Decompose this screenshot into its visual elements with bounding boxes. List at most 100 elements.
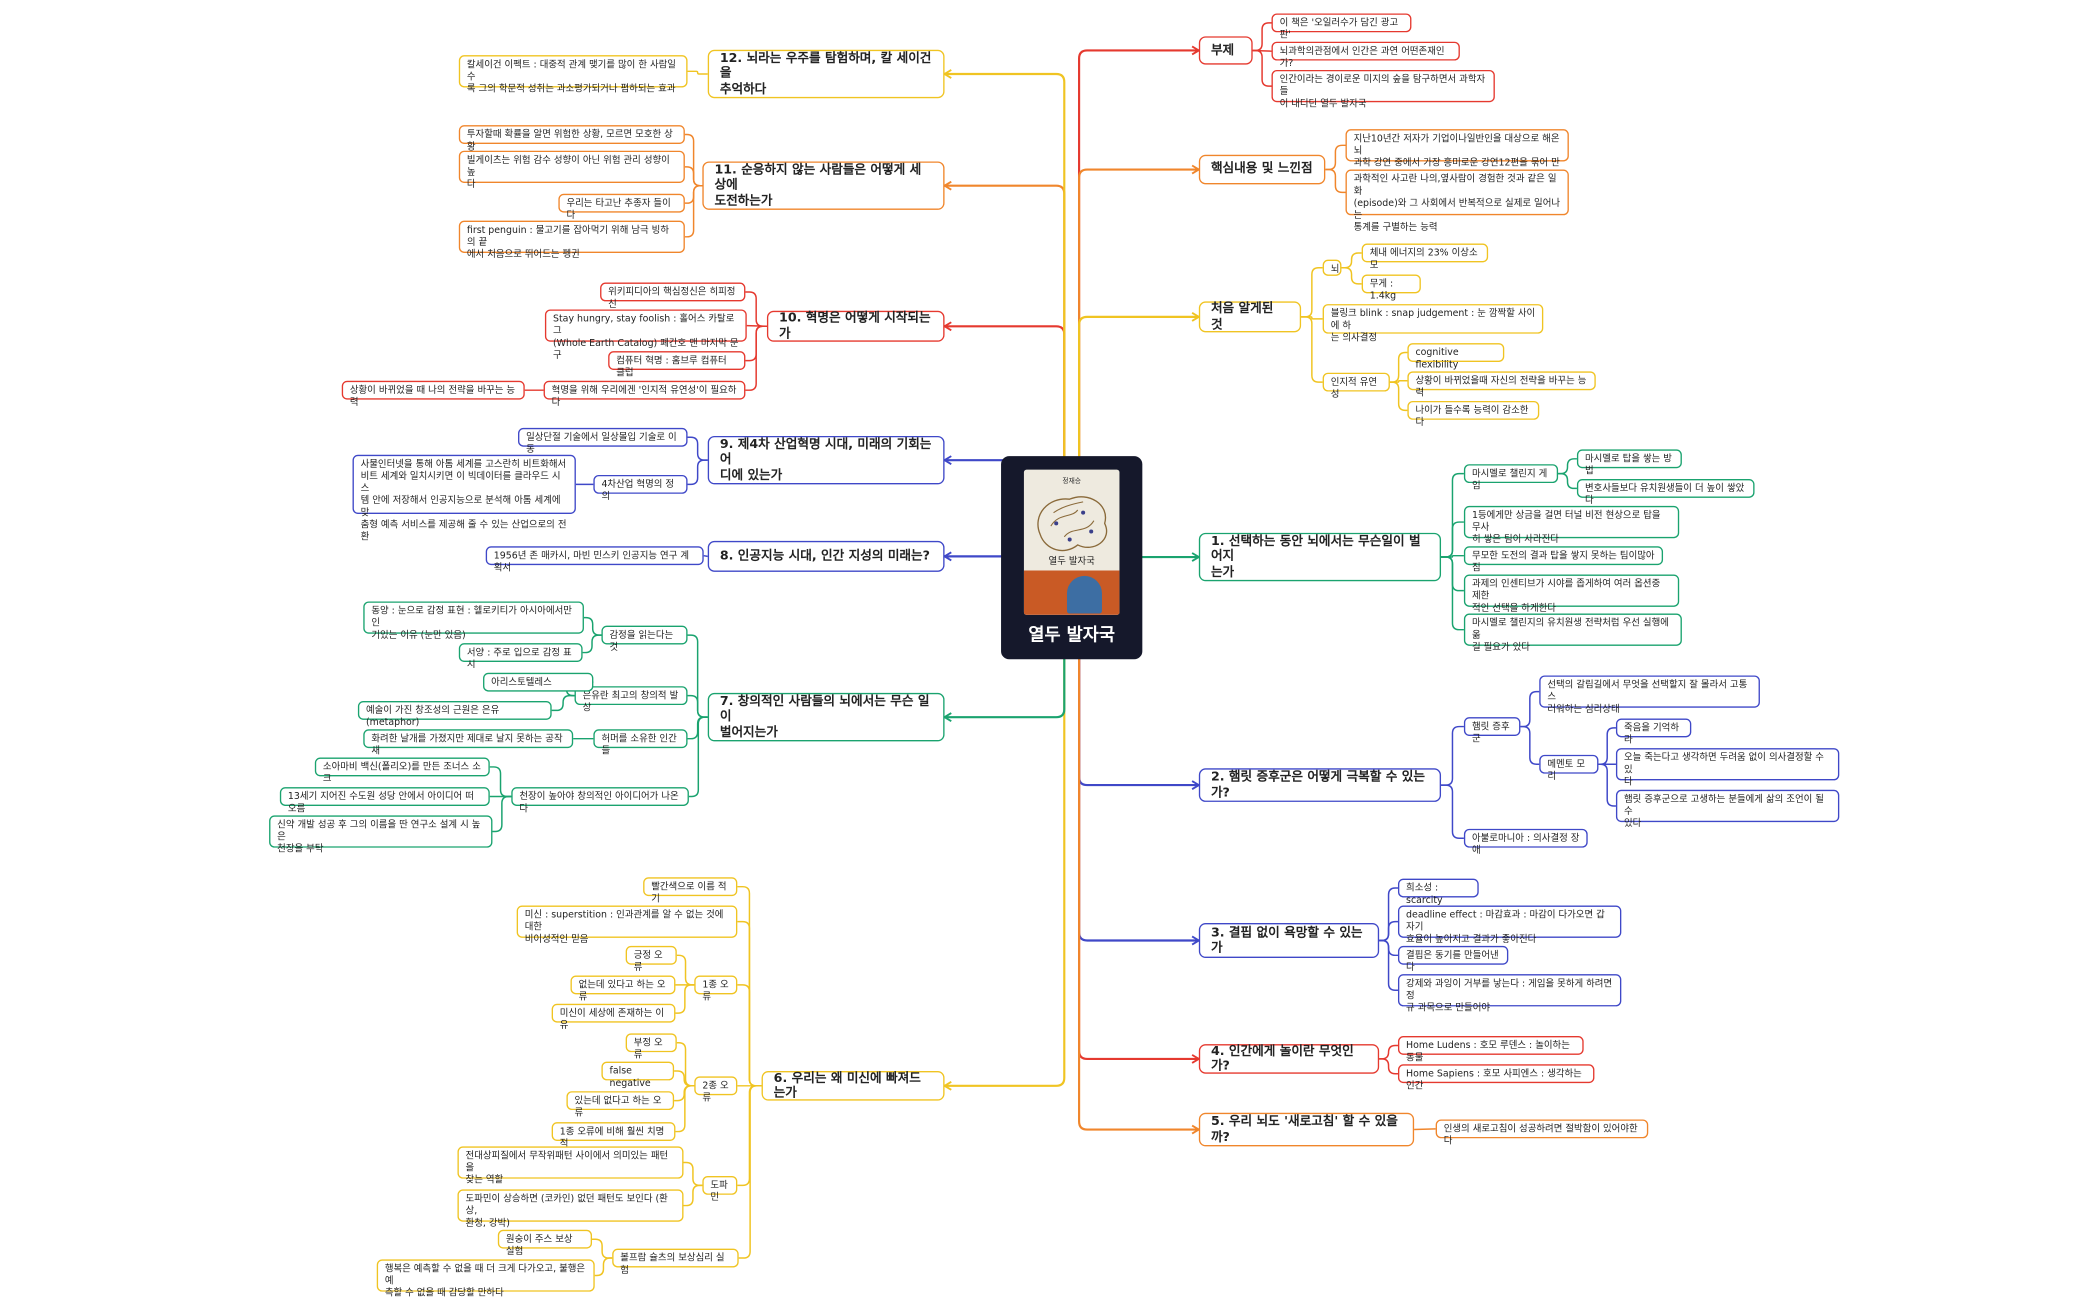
node-b-1-item[interactable]: 마시멜로 챌린지의 유치원생 전략처럼 우선 실행에 옮 길 필요가 있다: [1463, 613, 1682, 653]
node-b-11-item[interactable]: 빌게이츠는 위험 감수 성향이 아닌 위험 관리 성향이 높 다: [458, 150, 685, 190]
node-b-3-item[interactable]: deadline effect : 마감효과 : 마감이 다가오면 갑자기 효율…: [1397, 905, 1622, 945]
node-b-7-item[interactable]: 은유란 최고의 창의적 발상: [574, 686, 688, 713]
node-b-3-item[interactable]: 결핍은 동기를 만들어낸다: [1397, 945, 1509, 973]
node-b-7-sub-item[interactable]: 동양 : 눈으로 감정 표현 : 헬로키티가 아시아에서만 인 기있는 이유 (…: [363, 601, 584, 640]
connector-line: [683, 1184, 703, 1207]
node-b-10-item[interactable]: 컴퓨터 혁명 : 홈브루 컴퓨터 클럽: [608, 351, 746, 378]
node-b-9-item[interactable]: 4차산업 혁명의 정의: [593, 474, 688, 502]
branch-topic-b-8[interactable]: 8. 인공지능 시대, 인간 지성의 미래는?: [707, 540, 945, 572]
node-b-6-item[interactable]: 빨간색으로 이름 적기: [643, 877, 738, 904]
node-b-core-item[interactable]: 과학적인 사고란 나의,옆사람이 경험한 것과 같은 일화 (episode)와…: [1345, 169, 1569, 233]
branch-topic-b-7[interactable]: 7. 창의적인 사람들의 뇌에서는 무슨 일이 벌어지는가: [707, 692, 945, 742]
node-b-11-item[interactable]: first penguin : 물고기를 잡아먹기 위해 남극 빙하의 끝 에서…: [458, 220, 685, 260]
node-b-7-sub-item[interactable]: 서양 : 주로 입으로 감정 표시: [458, 643, 583, 670]
node-b-9-sub-item[interactable]: 사물인터넷을 통해 아톰 세계를 고스란히 비트화해서 비트 세계와 일치시키면…: [352, 454, 576, 542]
node-b-6-sub-item[interactable]: 전대상피질에서 무작위패턴 사이에서 의미있는 패턴을 찾는 역할: [457, 1146, 684, 1185]
node-b-7-sub-item[interactable]: 소아마비 백신(폴리오)를 만든 조너스 소크: [314, 757, 490, 784]
node-b-7-sub-item[interactable]: 13세기 지어진 수도원 성당 안에서 아이디어 떠오름: [279, 787, 490, 814]
branch-topic-b-subtitle-label: 부제: [1210, 42, 1235, 58]
node-b-subtitle-item[interactable]: 이 책은 '오일러수가 담긴 광고판': [1271, 13, 1412, 40]
node-b-10-item[interactable]: 위키피디아의 핵심정신은 히피정신: [600, 282, 746, 309]
node-b-6-sub-item[interactable]: 행복은 예측할 수 없을 때 더 크게 다가오고, 불행은 예 측할 수 없을 …: [376, 1259, 595, 1298]
node-b-6-sub-item[interactable]: 없는데 있다고 하는 오류: [570, 975, 676, 1002]
node-b-1-item[interactable]: 마시멜로 챌린지 게임: [1463, 464, 1559, 491]
node-b-6-sub-item[interactable]: 원숭이 주스 보상 실험: [497, 1229, 593, 1257]
node-b-learned-sub-item[interactable]: 나이가 들수록 능력이 감소한다: [1407, 400, 1540, 428]
node-b-1-sub-item[interactable]: 변호사들보다 유치원생들이 더 높이 쌓았다: [1576, 478, 1755, 506]
node-b-subtitle-item[interactable]: 뇌과학의관점에서 인간은 과연 어떤존재인가?: [1271, 41, 1460, 69]
node-b-6-item-label: 2종 오류: [702, 1080, 729, 1104]
node-b-6-item[interactable]: 도파민: [702, 1175, 738, 1203]
node-b-6-item[interactable]: 볼프람 슐츠의 보상심리 실험: [612, 1248, 739, 1276]
node-b-7-sub-item[interactable]: 아리스토텔레스: [483, 672, 594, 692]
node-b-learned-item[interactable]: 인지적 유연성: [1322, 372, 1390, 400]
connector-line: [1558, 472, 1577, 490]
node-b-2-sub-item[interactable]: 메멘토 모리: [1539, 754, 1599, 782]
branch-topic-b-learned[interactable]: 처음 알게된 것: [1198, 301, 1302, 333]
branch-topic-b-5[interactable]: 5. 우리 뇌도 '새로고침' 할 수 있을까?: [1198, 1112, 1415, 1147]
node-b-11-item[interactable]: 우리는 타고난 추종자 들이다: [558, 193, 685, 221]
branch-topic-b-4[interactable]: 4. 인간에게 놀이란 무엇인가?: [1198, 1043, 1380, 1074]
node-b-10-item[interactable]: 혁명을 위해 우리에겐 '인지적 유연성'이 필요하다: [543, 380, 746, 408]
node-b-6-item[interactable]: 1종 오류: [694, 975, 738, 1002]
node-b-6-sub-item[interactable]: 미신이 세상에 존재하는 이유: [551, 1003, 676, 1031]
node-b-6-sub-item[interactable]: 부정 오류: [625, 1033, 677, 1060]
node-b-7-sub-item[interactable]: 신약 개발 성공 후 그의 이름을 딴 연구소 설계 시 높은 천장을 부탁: [269, 815, 493, 854]
branch-topic-b-11[interactable]: 11. 순응하지 않는 사람들은 어떻게 세상에 도전하는가: [702, 161, 945, 210]
branch-topic-b-6[interactable]: 6. 우리는 왜 미신에 빠져드는가: [761, 1070, 945, 1101]
node-b-learned-sub-item[interactable]: 체내 에너지의 23% 이상소모: [1361, 243, 1489, 270]
node-b-12-item[interactable]: 칼세이건 이펙트 : 대중적 관계 맺기를 많이 한 사람일수 록 그의 학문적…: [458, 55, 688, 94]
node-b-2-sub-sub-item[interactable]: 오늘 죽는다고 생각하면 두려움 없이 의사결정할 수 있 다: [1615, 748, 1840, 787]
node-b-learned-sub-item[interactable]: 무게 : 1.4kg: [1361, 274, 1421, 301]
node-b-6-sub-item[interactable]: 긍정 오류: [625, 945, 677, 973]
connector-line: [1301, 267, 1323, 318]
node-b-10-item[interactable]: Stay hungry, stay foolish : 홀어스 카탈로그 (Wh…: [544, 309, 747, 361]
branch-topic-b-core[interactable]: 핵심내용 및 느낀점: [1198, 154, 1326, 185]
node-b-3-item[interactable]: 강제와 과잉이 거부를 낳는다 : 게임을 못하게 하려면 정 규 과목으로 만…: [1397, 974, 1622, 1013]
node-b-1-item[interactable]: 과제의 인센티브가 시야를 좁게하여 여러 옵션중 제한 적인 선택을 하게한다: [1463, 574, 1680, 614]
node-b-learned-item[interactable]: 뇌: [1322, 259, 1342, 276]
node-b-9-item[interactable]: 일상단절 기술에서 일상몰입 기술로 이동: [518, 427, 688, 455]
branch-topic-b-2[interactable]: 2. 햄릿 증후군은 어떻게 극복할 수 있는가?: [1198, 768, 1442, 802]
node-b-subtitle-item[interactable]: 인간이라는 경이로운 미지의 숲을 탐구하면서 과학자들 이 내디딘 열두 발자…: [1271, 69, 1495, 109]
branch-topic-b-subtitle[interactable]: 부제: [1198, 36, 1253, 65]
node-b-7-sub-item[interactable]: 화려한 날개를 가졌지만 제대로 날지 못하는 공작새: [363, 729, 574, 756]
branch-topic-b-12[interactable]: 12. 뇌라는 우주를 탐험하며, 칼 세이건을 추억하다: [707, 49, 945, 99]
node-b-2-item[interactable]: 햄릿 증후군: [1463, 717, 1521, 744]
node-b-1-sub-item[interactable]: 마시멜로 탑을 쌓는 방법: [1576, 449, 1682, 476]
node-b-6-item[interactable]: 미신 : superstition : 인과관계를 알 수 없는 것에 대한 비…: [516, 905, 738, 945]
node-b-learned-item[interactable]: 블링크 blink : snap judgement : 눈 깜짝할 사이에 하…: [1322, 304, 1544, 343]
branch-topic-b-1[interactable]: 1. 선택하는 동안 뇌에서는 무슨일이 벌어지 는가: [1198, 532, 1442, 582]
branch-topic-b-10[interactable]: 10. 혁명은 어떻게 시작되는가: [766, 310, 945, 342]
node-b-5-item[interactable]: 인생의 새로고침이 성공하려면 절박함이 있어야한다: [1435, 1119, 1649, 1146]
node-b-6-sub-item[interactable]: 1종 오류에 비해 훨씬 치명적: [551, 1122, 676, 1149]
node-b-2-sub-sub-item[interactable]: 햄릿 증후군으로 고생하는 분들에게 삶의 조언이 될 수 있다: [1615, 789, 1840, 829]
node-b-9-sub-item-label: 사물인터넷을 통해 아톰 세계를 고스란히 비트화해서 비트 세계와 일치시키면…: [360, 458, 567, 543]
node-b-7-sub-item[interactable]: 예술이 가진 창조성의 근원은 은유 (metaphor): [357, 701, 552, 728]
branch-topic-b-3[interactable]: 3. 결핍 없이 욕망할 수 있는가: [1198, 923, 1380, 958]
node-b-1-item[interactable]: 무모한 도전의 결과 탑을 쌓지 못하는 팀이많아짐: [1463, 546, 1664, 573]
node-b-7-item[interactable]: 천장이 높아야 창의적인 아이디어가 나온다: [511, 787, 689, 814]
node-b-2-sub-item[interactable]: 선택의 갈림길에서 무엇을 선택할지 잘 몰라서 고통스 러워하는 심리상태: [1539, 675, 1760, 714]
node-b-7-item[interactable]: 감정을 읽는다는 것: [601, 625, 688, 653]
node-b-11-item[interactable]: 투자할때 확률을 알면 위험한 상황, 모르면 모호한 상황: [458, 125, 685, 152]
node-b-4-item[interactable]: Home Sapiens : 호모 사피엔스 : 생각하는 인간: [1397, 1064, 1595, 1091]
node-b-6-sub-item[interactable]: false negative: [601, 1061, 675, 1089]
node-b-7-item[interactable]: 허머를 소유한 인간들: [593, 729, 688, 756]
node-b-1-item[interactable]: 1등에게만 상금을 걸면 터널 비전 현상으로 탑을 무사 히 쌓은 팀이 사라…: [1463, 505, 1680, 545]
branch-topic-b-9[interactable]: 9. 제4차 산업혁명 시대, 미래의 기회는 어 디에 있는가: [707, 435, 945, 485]
node-b-4-item[interactable]: Home Ludens : 호모 루덴스 : 놀이하는 동물: [1397, 1036, 1584, 1063]
node-b-2-sub-sub-item[interactable]: 죽음을 기억하라: [1615, 718, 1692, 745]
node-b-2-item[interactable]: 아불로마니아 : 의사결정 장애: [1463, 828, 1588, 856]
connector-line: [1558, 458, 1577, 475]
node-b-learned-sub-item[interactable]: cognitive flexibility: [1407, 343, 1505, 370]
node-b-10-sub-item[interactable]: 상황이 바뀌었을 때 나의 전략을 바꾸는 능력: [341, 380, 525, 408]
node-b-6-sub-item[interactable]: 도파민이 상승하면 (코카인) 없던 패턴도 보인다 (환상, 환청, 강박): [457, 1189, 684, 1228]
node-b-3-item[interactable]: 희소성 : scarcity: [1397, 878, 1479, 906]
node-b-8-item[interactable]: 1956년 존 매카시, 마빈 민스키 인공지능 연구 계획서: [485, 546, 704, 573]
node-b-6-item[interactable]: 2종 오류: [694, 1076, 738, 1103]
connector-line: [592, 1238, 613, 1259]
node-b-6-sub-item[interactable]: 있는데 없다고 하는 오류: [566, 1091, 675, 1118]
node-b-core-item[interactable]: 지난10년간 저자가 기업이나일반인을 대상으로 해온 뇌 과학 강연 중에서 …: [1345, 129, 1569, 180]
node-b-learned-sub-item[interactable]: 상황이 바뀌었을때 자신의 전략을 바꾸는 능력: [1407, 371, 1596, 398]
